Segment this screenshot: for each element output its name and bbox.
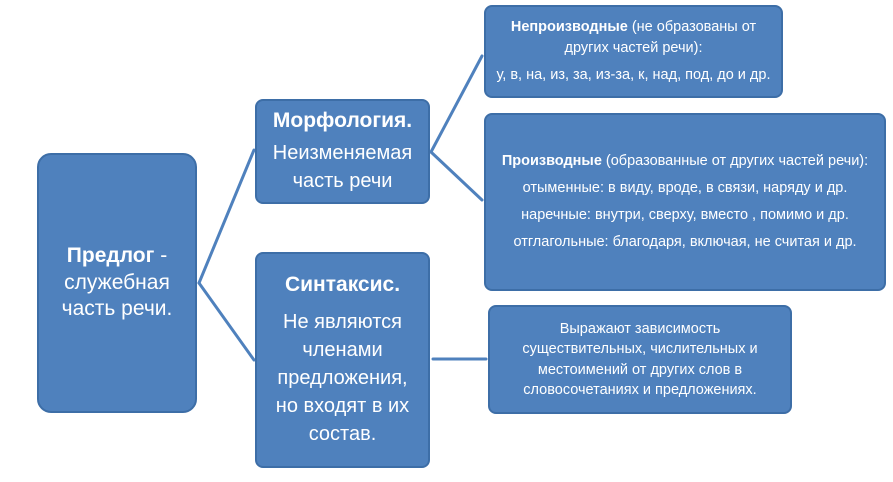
- root-dash: -: [154, 244, 168, 268]
- nonderived-term: Непроизводные: [510, 18, 628, 35]
- derived-prepositions-node: Производные (образованные от других част…: [484, 113, 886, 291]
- connector-root-to-syntax: [197, 281, 256, 362]
- function-text: Выражают зависимость существительных, чи…: [522, 320, 758, 398]
- root-title-line: Предлог -: [67, 243, 167, 270]
- morphology-body: Неизменяемая часть речи: [272, 142, 413, 193]
- root-line-2: служебная: [64, 270, 170, 294]
- derived-denominal: отыменные: в виду, вроде, в связи, наряд…: [522, 179, 848, 196]
- nonderived-prepositions-node: Непроизводные (не образованы от других ч…: [484, 5, 783, 98]
- connector-root-to-morphology: [197, 148, 256, 285]
- derived-verbal: отглагольные: благодаря, включая, не счи…: [513, 234, 857, 251]
- root-node-preposition: Предлог - служебная часть речи.: [37, 153, 197, 413]
- function-node: Выражают зависимость существительных, чи…: [488, 305, 792, 414]
- connector-morphology-to-nonderived: [429, 54, 484, 154]
- morphology-node: Морфология. Неизменяемая часть речи: [255, 99, 430, 204]
- root-title: Предлог: [66, 244, 155, 268]
- derived-heading: Производные (образованные от других част…: [502, 151, 868, 172]
- connector-morphology-to-derived: [429, 150, 484, 202]
- derived-adverbial: наречные: внутри, сверху, вместо , помим…: [521, 207, 849, 223]
- nonderived-definition: (не образованы от других частей речи):: [564, 18, 757, 56]
- root-line-3: часть речи.: [61, 297, 173, 321]
- derived-definition: (образованные от других частей речи):: [601, 152, 869, 169]
- morphology-title: Морфология.: [272, 108, 413, 132]
- syntax-node: Синтаксис. Не являются членами предложен…: [255, 252, 430, 468]
- nonderived-heading: Непроизводные (не образованы от других ч…: [490, 17, 777, 59]
- syntax-body: Не являются членами предложения, но вход…: [275, 310, 410, 445]
- nonderived-examples: у, в, на, из, за, из-за, к, над, под, до…: [496, 67, 771, 83]
- syntax-title: Синтаксис.: [284, 273, 401, 297]
- derived-term: Производные: [501, 152, 602, 169]
